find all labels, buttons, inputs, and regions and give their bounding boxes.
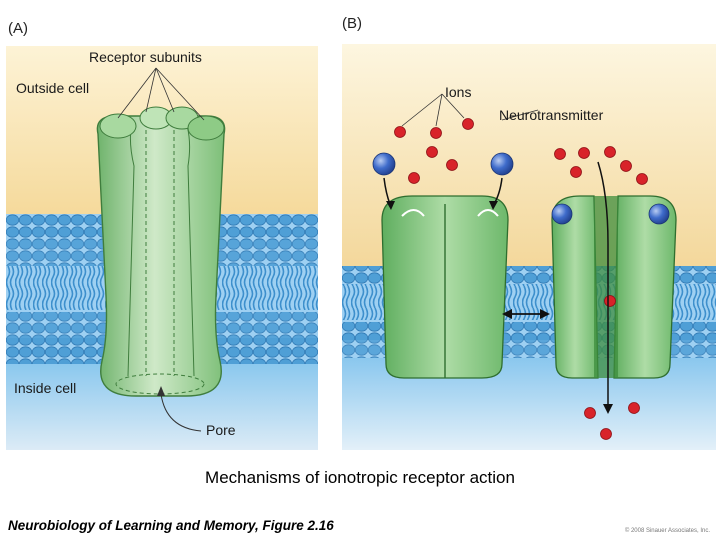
panel-b: Ions Neurotransmitter bbox=[342, 44, 716, 450]
label-pointers bbox=[401, 93, 539, 127]
neurotransmitter-molecules bbox=[372, 152, 670, 225]
panel-a-label: (A) bbox=[8, 20, 28, 37]
panel-b-illustration bbox=[342, 44, 716, 450]
figure-source: Neurobiology of Learning and Memory, Fig… bbox=[8, 518, 334, 533]
ions-outside bbox=[394, 118, 648, 185]
receptor-channel bbox=[96, 106, 226, 397]
panel-b-label: (B) bbox=[342, 15, 362, 32]
open-receptor bbox=[551, 195, 677, 379]
conformation-arrow bbox=[502, 309, 550, 319]
neurotransmitter-label: Neurotransmitter bbox=[499, 107, 604, 123]
pore-pointer bbox=[157, 386, 202, 432]
outside-cell-label: Outside cell bbox=[16, 80, 90, 96]
arrow-heads bbox=[386, 201, 613, 414]
receptor-subunits-pointers bbox=[117, 67, 205, 121]
ions-label: Ions bbox=[445, 84, 472, 100]
panel-a: Receptor subunits Outside cell Inside ce… bbox=[6, 46, 318, 450]
pore-label: Pore bbox=[206, 422, 236, 438]
inside-cell-label: Inside cell bbox=[14, 380, 77, 396]
receptor-subunits-label: Receptor subunits bbox=[89, 49, 202, 65]
panel-a-illustration bbox=[6, 46, 318, 450]
closed-receptor bbox=[381, 195, 509, 379]
figure-caption: Mechanisms of ionotropic receptor action bbox=[205, 468, 515, 487]
copyright-notice: © 2008 Sinauer Associates, Inc. bbox=[624, 528, 710, 534]
